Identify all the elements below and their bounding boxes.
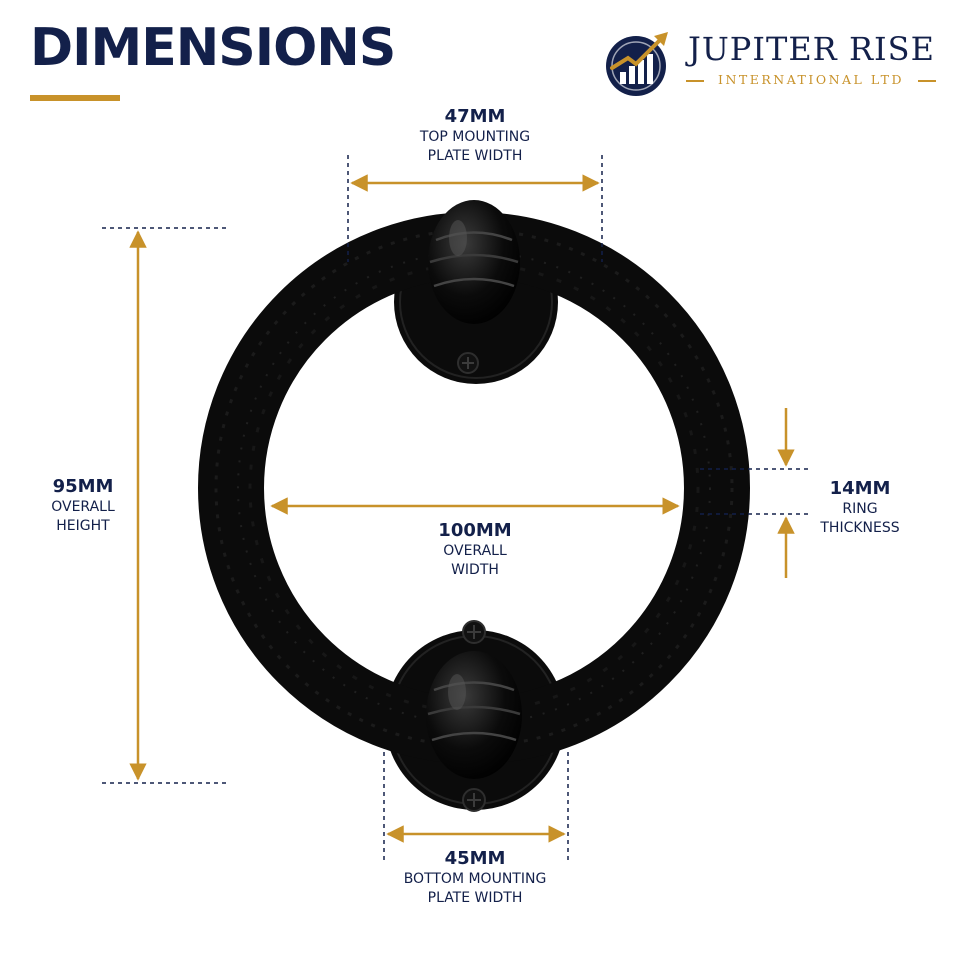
logo-rule-left	[686, 80, 704, 82]
thickness-desc-line2: THICKNESS	[820, 520, 900, 536]
bottom-upper-screw-icon	[462, 620, 486, 644]
width-value: 100MM	[438, 520, 512, 541]
logo-rule-right	[918, 80, 936, 82]
thickness-dimension	[700, 408, 810, 578]
bottom-plate-dimension	[383, 752, 569, 862]
top-plate-value: 47MM	[444, 106, 506, 127]
top-plate-label: 47MM TOP MOUNTING PLATE WIDTH	[375, 106, 575, 166]
bottom-plate-label: 45MM BOTTOM MOUNTING PLATE WIDTH	[370, 848, 580, 908]
height-dimension	[102, 227, 230, 784]
logo-subtitle: INTERNATIONAL LTD	[718, 72, 904, 87]
thickness-desc-line1: RING	[842, 501, 878, 517]
bottom-collar	[426, 651, 522, 779]
width-desc-line1: OVERALL	[443, 543, 507, 559]
bottom-lower-screw-icon	[462, 788, 486, 812]
brand-logo: JUPITER RISE INTERNATIONAL LTD	[602, 28, 942, 98]
height-value: 95MM	[52, 476, 114, 497]
height-desc-line1: OVERALL	[51, 499, 115, 515]
logo-subtitle-row: INTERNATIONAL LTD	[686, 72, 936, 88]
logo-emblem-icon	[606, 32, 668, 96]
top-screw-icon	[457, 352, 479, 374]
bottom-plate-desc-line2: PLATE WIDTH	[427, 890, 523, 906]
height-desc-line2: HEIGHT	[56, 518, 110, 534]
thickness-label: 14MM RING THICKNESS	[800, 478, 920, 538]
title-underline	[30, 95, 120, 101]
top-plate-desc-line2: PLATE WIDTH	[427, 148, 523, 164]
thickness-value: 14MM	[829, 478, 891, 499]
width-label: 100MM OVERALL WIDTH	[405, 520, 545, 580]
logo-name: JUPITER RISE	[688, 30, 935, 68]
top-plate-dimension	[347, 155, 603, 262]
bottom-plate-value: 45MM	[444, 848, 506, 869]
top-plate-desc-line1: TOP MOUNTING	[419, 129, 531, 145]
page-title: DIMENSIONS	[30, 18, 396, 78]
top-collar	[428, 200, 520, 324]
width-desc-line2: WIDTH	[451, 562, 499, 578]
height-label: 95MM OVERALL HEIGHT	[28, 476, 138, 536]
bottom-plate-desc-line1: BOTTOM MOUNTING	[403, 871, 547, 887]
